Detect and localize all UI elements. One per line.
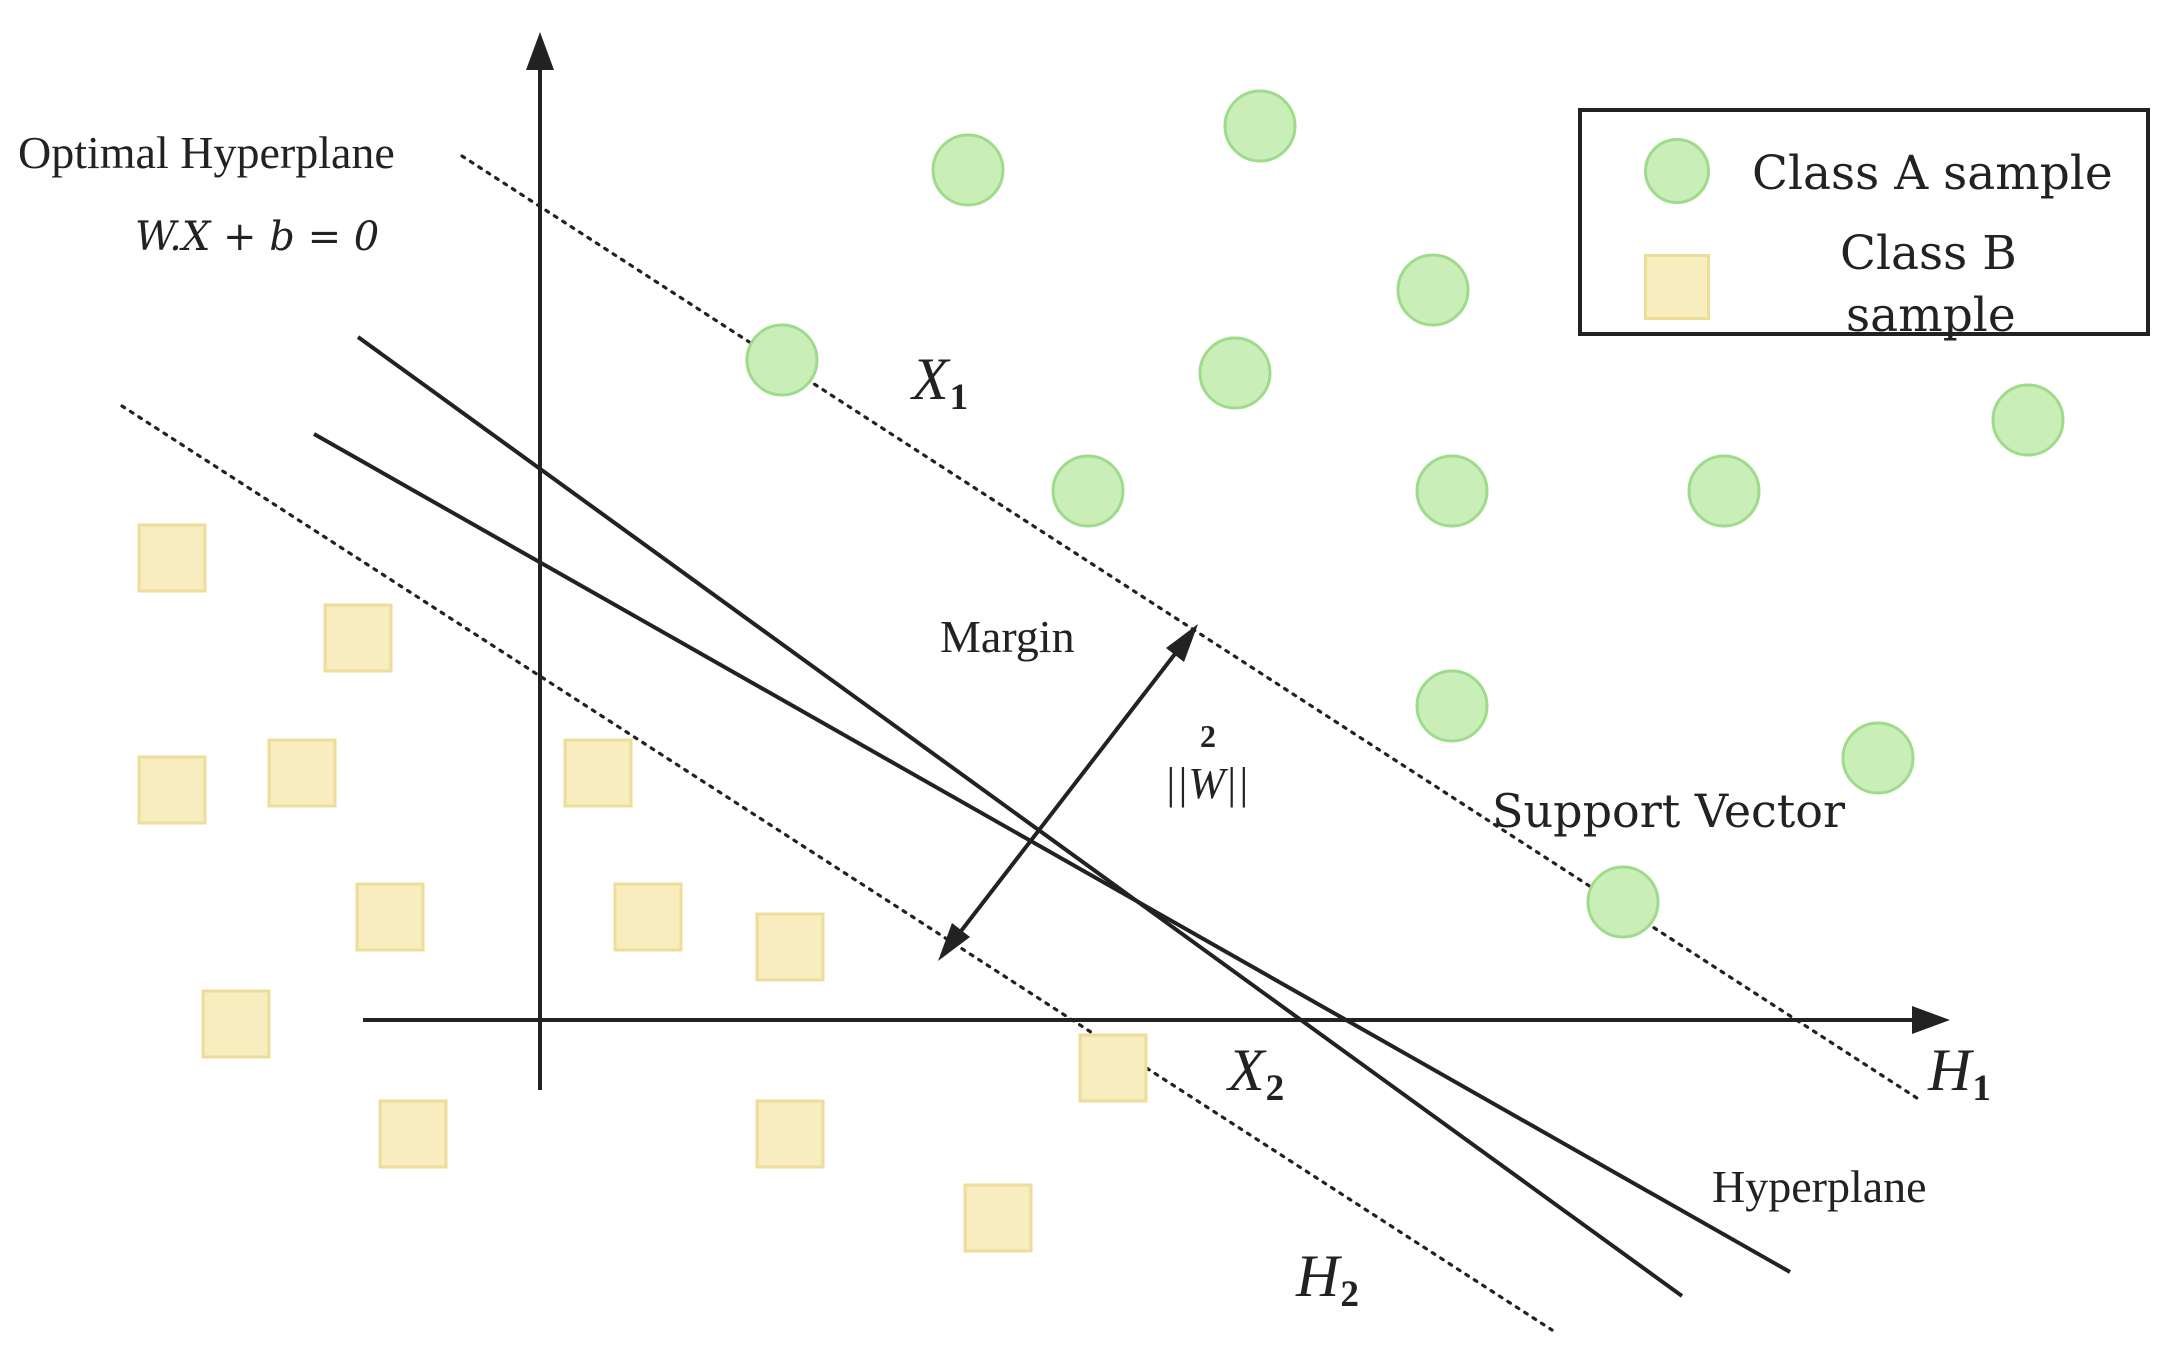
class-b-legend-swatch [1644, 254, 1710, 320]
hyperplane-line [313, 432, 1791, 1274]
class-b-sample [378, 1099, 448, 1169]
h1-main: H [1928, 1037, 1972, 1103]
class-a-legend-label: Class A sample [1752, 146, 2113, 201]
margin-formula-numerator: 2 [1200, 718, 1216, 754]
class-a-sample [1198, 336, 1272, 410]
support-vector-label: Support Vector [1492, 784, 1845, 838]
margin-formula-denominator: ||W|| [1164, 759, 1250, 808]
x1-label: X1 [912, 345, 968, 419]
class-b-sample [267, 738, 337, 808]
y-axis-arrowhead [526, 32, 554, 70]
class-b-sample [137, 523, 207, 593]
h2-main: H [1296, 1243, 1340, 1309]
class-a-sample [1396, 253, 1470, 327]
h1-dotted-line [460, 154, 1922, 1102]
h2-subscript: 2 [1340, 1274, 1359, 1316]
class-b-sample [613, 882, 683, 952]
class-b-sample [755, 1099, 825, 1169]
class-a-sample [1415, 669, 1489, 743]
class-b-sample [201, 989, 271, 1059]
h2-label: H2 [1296, 1242, 1359, 1316]
legend: Class A sample Class B sample [1578, 108, 2150, 343]
class-a-sample [1991, 383, 2065, 457]
class-a-sample [1415, 454, 1489, 528]
optimal-hyperplane-label: Optimal Hyperplane [18, 127, 395, 178]
class-b-sample [755, 912, 825, 982]
class-b-sample [355, 882, 425, 952]
margin-arrow [956, 648, 1180, 937]
class-b-sample [963, 1183, 1033, 1253]
class-a-sample [931, 133, 1005, 207]
h1-subscript: 1 [1972, 1068, 1991, 1110]
hyperplane-equation: W.X + b = 0 [135, 214, 380, 260]
x1-subscript: 1 [949, 377, 969, 419]
x2-main: X [1228, 1037, 1265, 1103]
class-a-sample [1586, 865, 1660, 939]
h1-label: H1 [1928, 1036, 1991, 1110]
margin-label: Margin [940, 611, 1075, 662]
x2-subscript: 2 [1265, 1068, 1285, 1110]
margin-arrowhead-bottom [938, 923, 970, 961]
class-a-sample [1841, 721, 1915, 795]
class-a-sample [1687, 454, 1761, 528]
class-b-sample [563, 738, 633, 808]
optimal-hyperplane-line [356, 335, 1684, 1298]
h2-dotted-line [120, 404, 1554, 1332]
class-b-legend-label-line1: Class B [1840, 226, 2017, 281]
x1-main: X [912, 346, 949, 412]
class-b-sample [1078, 1033, 1148, 1103]
class-a-legend-swatch [1644, 138, 1710, 204]
class-b-sample [137, 755, 207, 825]
class-a-sample [1051, 454, 1125, 528]
x-axis-arrowhead [1912, 1006, 1950, 1034]
class-a-sample [1223, 89, 1297, 163]
margin-arrowhead-top [1166, 624, 1198, 662]
hyperplane-label: Hyperplane [1712, 1161, 1927, 1212]
class-a-sample [745, 323, 819, 397]
class-b-sample [323, 603, 393, 673]
x2-label: X2 [1228, 1036, 1284, 1110]
class-b-legend-label-line2: sample [1846, 288, 2016, 343]
